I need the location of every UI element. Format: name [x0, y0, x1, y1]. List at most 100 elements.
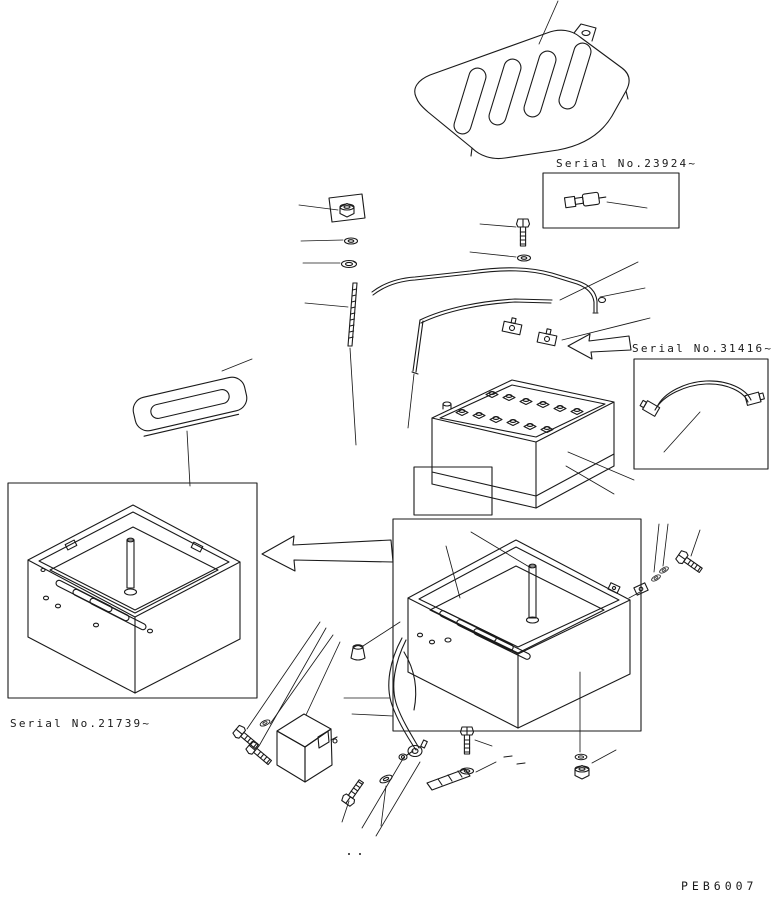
battery-cap	[523, 422, 537, 431]
battery-cover	[414, 0, 630, 160]
leader-line	[341, 800, 350, 823]
anchor-post-top	[528, 563, 537, 569]
rod-end	[411, 371, 419, 375]
leader-line	[663, 411, 701, 453]
part-code: PEB6007	[681, 879, 757, 893]
leader-line	[300, 239, 344, 242]
leader-line	[375, 761, 421, 837]
battery-bottom	[431, 483, 537, 509]
battery-cable	[388, 637, 417, 751]
hole	[92, 622, 100, 628]
leader-line	[298, 204, 339, 211]
rod-tail	[415, 320, 424, 373]
battery-cap	[506, 418, 520, 427]
leader-line	[565, 465, 615, 495]
leader-line	[246, 621, 321, 730]
leader-line	[380, 785, 387, 827]
block-arrow-left-icon	[567, 333, 632, 360]
cover-slot	[453, 67, 487, 135]
clamp-plate	[536, 328, 558, 347]
cable-connector	[639, 399, 661, 417]
leader-line	[351, 713, 394, 717]
ring-terminal	[398, 750, 414, 761]
bracket-cover	[276, 713, 338, 783]
leader-line	[186, 430, 191, 487]
hole	[54, 603, 62, 609]
rod-lower	[420, 301, 552, 324]
floor-slot	[89, 597, 147, 631]
nut-icon	[574, 764, 590, 780]
leader-line	[474, 739, 493, 747]
hex-bolt-icon	[231, 723, 262, 753]
battery-cap	[502, 393, 516, 402]
dash-mark	[516, 762, 526, 765]
hex-bolt-icon	[339, 776, 368, 808]
terminal-clamp	[407, 739, 428, 758]
floor-slot	[439, 610, 497, 642]
nut-icon	[339, 202, 355, 218]
battery-cap	[489, 415, 503, 424]
leader-line	[559, 261, 639, 301]
cover-tab-hole	[581, 29, 591, 37]
leader-line	[538, 0, 559, 45]
callout-box	[7, 482, 258, 699]
cover-slot	[523, 50, 557, 118]
battery-cap	[472, 411, 486, 420]
hole	[428, 639, 436, 645]
rim-clip	[607, 582, 621, 594]
serial-21739-label: Serial No.21739~	[10, 717, 151, 730]
leader-line	[561, 317, 651, 341]
battery-cable	[403, 651, 417, 711]
leader-line	[469, 251, 517, 258]
serial-31416-label: Serial No.31416~	[632, 342, 773, 355]
washer-icon	[650, 573, 662, 583]
callout-box	[413, 466, 493, 516]
rubber-pad	[132, 358, 253, 487]
rod-lower	[419, 298, 553, 321]
leader-line	[361, 756, 405, 829]
washer-icon	[516, 254, 532, 262]
leader-line	[445, 545, 461, 599]
callout-box	[392, 518, 642, 732]
leader-line	[407, 373, 415, 429]
leader-line	[479, 223, 517, 228]
anchor-post	[528, 565, 537, 619]
hole	[444, 637, 452, 643]
leader-line	[304, 302, 349, 308]
leader-line	[606, 201, 648, 209]
washer-icon	[343, 237, 359, 245]
battery-bottom	[535, 465, 615, 509]
rod-upper	[372, 270, 595, 313]
leader-line	[591, 749, 617, 764]
battery-cap	[570, 407, 584, 416]
floor-slot	[72, 588, 130, 622]
anchor-post-foot	[123, 588, 138, 596]
arrow-to-serial-31416	[567, 333, 632, 360]
washer-icon	[574, 753, 588, 761]
rod-hook	[597, 296, 607, 304]
dash-mark	[348, 853, 350, 855]
leader-line	[362, 621, 401, 647]
dash-mark	[359, 853, 361, 855]
clip-plate	[633, 582, 649, 596]
battery-cable	[393, 639, 420, 749]
battery-cap	[536, 400, 550, 409]
bottom-left-parts	[231, 621, 401, 783]
floor-slot	[456, 619, 514, 651]
serial-23924-callout: Serial No.23924~	[542, 157, 695, 229]
jumper-cable	[654, 383, 749, 411]
battery-box-left-callout	[7, 482, 258, 699]
hole	[146, 628, 154, 634]
callout-box	[542, 172, 680, 229]
washer-icon	[658, 565, 670, 575]
bottom-right-fasteners	[574, 671, 617, 780]
leader-line	[475, 761, 497, 773]
rod-upper	[371, 267, 598, 313]
block-arrow-left-icon	[261, 535, 394, 572]
rim-tab	[190, 541, 204, 553]
battery-cap	[519, 397, 533, 406]
battery-terminal	[442, 401, 452, 410]
cover-slot	[558, 42, 592, 110]
leader-line	[221, 358, 253, 372]
floor-slot	[473, 628, 531, 660]
